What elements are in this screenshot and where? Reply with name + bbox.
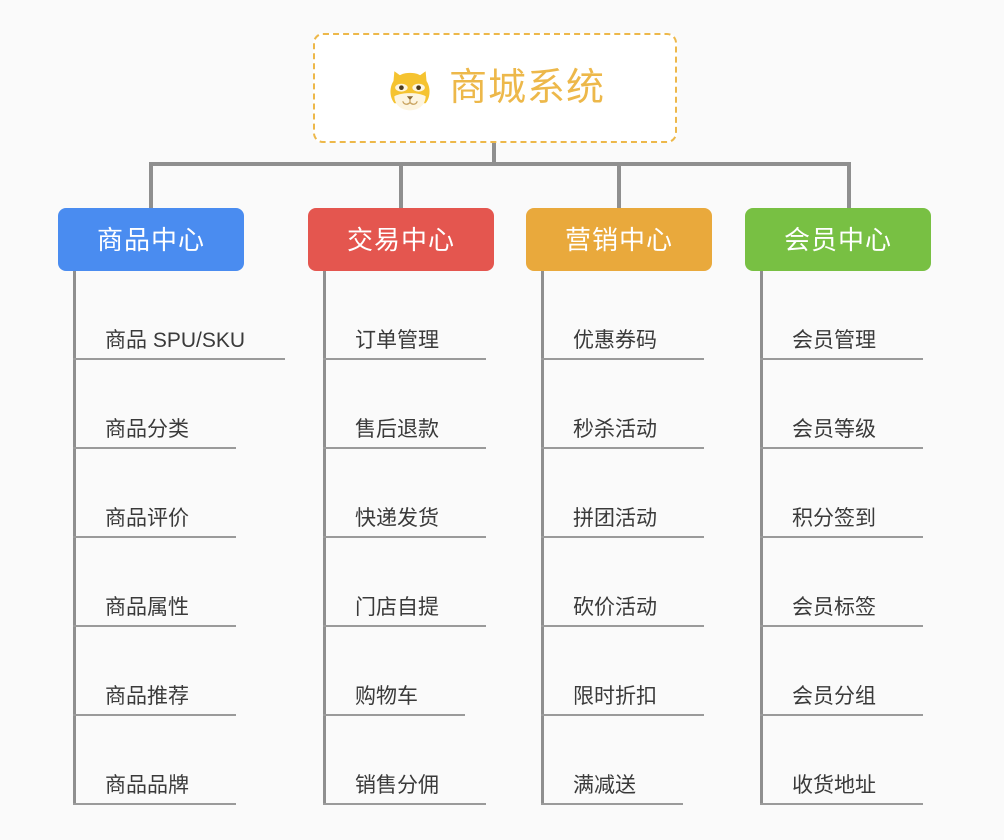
list-item-label: 砍价活动 [573, 596, 657, 619]
list-item[interactable]: 商品品牌 [73, 716, 288, 805]
list-item-label: 拼团活动 [573, 507, 657, 530]
root-title: 商城系统 [448, 67, 605, 109]
category-label-2: 交易中心 [346, 224, 455, 255]
list-item-label: 快递发货 [355, 507, 439, 530]
list-item[interactable]: 商品评价 [73, 449, 288, 538]
list-item[interactable]: 快递发货 [323, 449, 538, 538]
list-item[interactable]: 拼团活动 [541, 449, 756, 538]
category-label-1: 商品中心 [96, 224, 205, 255]
list-item-label: 商品评价 [105, 507, 189, 530]
connector-drop-2 [399, 162, 403, 208]
list-item[interactable]: 购物车 [323, 627, 538, 716]
list-item-label: 会员分组 [792, 685, 876, 708]
leaf-list-3: 优惠券码 秒杀活动 拼团活动 砍价活动 限时折扣 满减送 [526, 271, 756, 805]
list-item[interactable]: 门店自提 [323, 538, 538, 627]
list-item[interactable]: 限时折扣 [541, 627, 756, 716]
category-box-3[interactable]: 营销中心 [526, 208, 712, 271]
list-item[interactable]: 积分签到 [760, 449, 975, 538]
list-item[interactable]: 售后退款 [323, 360, 538, 449]
list-item[interactable]: 会员分组 [760, 627, 975, 716]
list-item-label: 订单管理 [355, 329, 439, 352]
list-item-label: 售后退款 [355, 418, 439, 441]
leaf-list-2: 订单管理 售后退款 快递发货 门店自提 购物车 销售分佣 [308, 271, 538, 805]
shiba-dog-icon [385, 65, 435, 115]
list-item-label: 优惠券码 [573, 329, 657, 352]
branch-column-3: 营销中心 优惠券码 秒杀活动 拼团活动 砍价活动 限时折扣 满减送 [526, 208, 712, 805]
category-box-1[interactable]: 商品中心 [58, 208, 244, 271]
list-item[interactable]: 砍价活动 [541, 538, 756, 627]
category-label-3: 营销中心 [564, 224, 673, 255]
list-item[interactable]: 满减送 [541, 716, 756, 805]
list-item-label: 商品属性 [105, 596, 189, 619]
list-item-label: 购物车 [355, 685, 418, 708]
branch-column-2: 交易中心 订单管理 售后退款 快递发货 门店自提 购物车 销售分佣 [308, 208, 494, 805]
category-box-2[interactable]: 交易中心 [308, 208, 494, 271]
list-item-label: 会员等级 [792, 418, 876, 441]
connector-root-stem [492, 143, 496, 165]
list-item-label: 会员标签 [792, 596, 876, 619]
connector-drop-3 [617, 162, 621, 208]
list-item-label: 销售分佣 [355, 774, 439, 797]
list-item-label: 积分签到 [792, 507, 876, 530]
list-item[interactable]: 商品推荐 [73, 627, 288, 716]
list-item[interactable]: 商品 SPU/SKU [73, 271, 288, 360]
leaf-list-1: 商品 SPU/SKU 商品分类 商品评价 商品属性 商品推荐 商品品牌 [58, 271, 288, 805]
list-item-label: 门店自提 [355, 596, 439, 619]
list-item-label: 收货地址 [792, 774, 876, 797]
list-item[interactable]: 会员等级 [760, 360, 975, 449]
connector-horizontal-bar [149, 162, 851, 166]
list-item[interactable]: 秒杀活动 [541, 360, 756, 449]
category-box-4[interactable]: 会员中心 [745, 208, 931, 271]
list-item[interactable]: 会员管理 [760, 271, 975, 360]
category-label-4: 会员中心 [783, 224, 892, 255]
connector-drop-4 [847, 162, 851, 208]
list-item[interactable]: 商品分类 [73, 360, 288, 449]
branch-column-4: 会员中心 会员管理 会员等级 积分签到 会员标签 会员分组 收货地址 [745, 208, 931, 805]
list-item[interactable]: 商品属性 [73, 538, 288, 627]
list-item-label: 限时折扣 [573, 685, 657, 708]
connector-drop-1 [149, 162, 153, 208]
list-item-label: 满减送 [573, 774, 636, 797]
branch-column-1: 商品中心 商品 SPU/SKU 商品分类 商品评价 商品属性 商品推荐 商品品牌 [58, 208, 285, 805]
list-item[interactable]: 会员标签 [760, 538, 975, 627]
list-item-label: 商品品牌 [105, 774, 189, 797]
list-item-label: 商品分类 [105, 418, 189, 441]
list-item-label: 商品推荐 [105, 685, 189, 708]
list-item[interactable]: 销售分佣 [323, 716, 538, 805]
list-item[interactable]: 优惠券码 [541, 271, 756, 360]
list-item[interactable]: 收货地址 [760, 716, 975, 805]
root-node[interactable]: 商城系统 [313, 33, 677, 143]
list-item-label: 商品 SPU/SKU [105, 329, 246, 352]
leaf-list-4: 会员管理 会员等级 积分签到 会员标签 会员分组 收货地址 [745, 271, 975, 805]
list-item[interactable]: 订单管理 [323, 271, 538, 360]
list-item-label: 会员管理 [792, 329, 876, 352]
list-item-label: 秒杀活动 [573, 418, 657, 441]
